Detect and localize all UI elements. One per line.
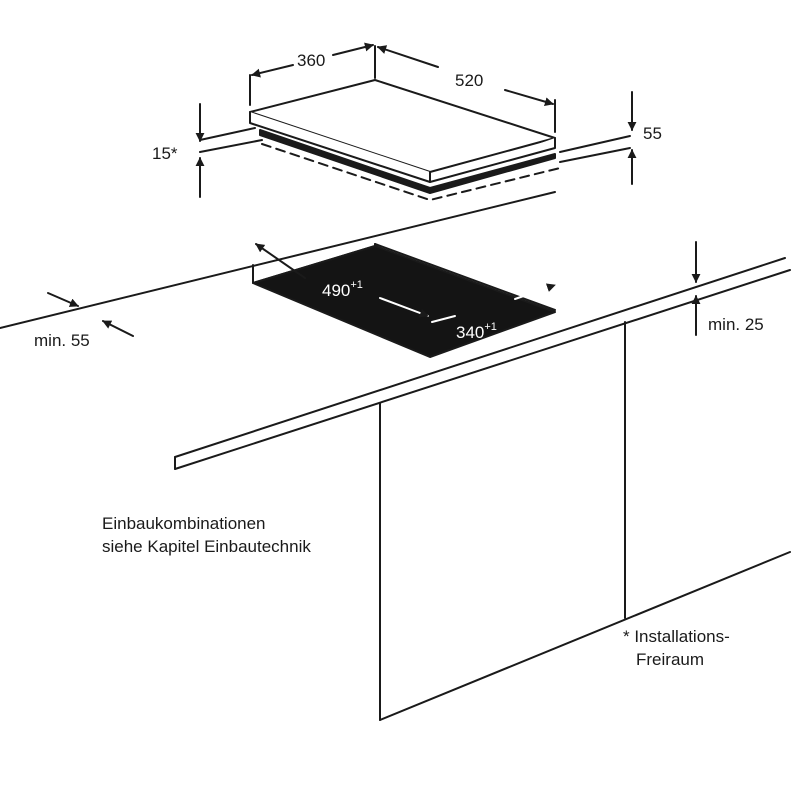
cutout-dimension-lines [47,241,701,337]
cabinet-bottom-edge [379,551,791,721]
label-15: 15* [152,144,178,163]
combinations-note-line2: siehe Kapitel Einbautechnik [102,537,311,556]
label-55: 55 [643,124,662,143]
dimension-labels: 360 520 55 15* 490+1 340+1 min. 55 min. … [34,51,764,350]
label-min-55: min. 55 [34,331,90,350]
hob-front-right-side [429,137,556,183]
label-360: 360 [297,51,325,70]
hob-unit [199,79,631,201]
dim-360-line-left [251,64,294,78]
installation-note-line1: * Installations- [623,627,730,646]
hob-countertop-right-front [559,147,631,163]
combinations-note: Einbaukombinationen siehe Kapitel Einbau… [102,512,311,558]
hob-dimension-lines [195,42,637,198]
dim-520-line-right [504,89,554,107]
cutout-right-wall [374,243,556,311]
worktop-front-top-edge [174,257,786,458]
label-min-25: min. 25 [708,315,764,334]
label-340-value: 340 [456,323,484,342]
dim-360-line-right [332,42,374,56]
label-340-tolerance: +1 [484,321,497,333]
dim-340-line-right [514,283,556,300]
dim-min55-arrow-top [47,292,79,307]
hob-cut-dashed-edge [261,143,561,201]
hob-underside [259,129,556,194]
hob-front-left-side [249,111,431,183]
label-490-value: 490 [322,281,350,300]
hob-countertop-back-edge [199,127,256,141]
cabinet [379,321,791,721]
dim-520-line-left [377,45,439,68]
installation-note-line2: Freiraum [636,650,705,669]
dim-min55-arrow-bottom [102,320,134,337]
combinations-note-line1: Einbaukombinationen [102,514,266,533]
cutout [252,243,556,358]
hob-countertop-right-back [559,135,631,153]
label-340: 340+1 [456,321,497,342]
worktop-front-bottom-edge [174,269,791,470]
label-520: 520 [455,71,483,90]
label-490: 490+1 [322,279,363,300]
cutout-opening [252,245,556,358]
dim-490-line-left [255,243,306,279]
label-490-tolerance: +1 [350,279,363,291]
dim-490-line-right [379,297,429,318]
dim-340-line-left [431,315,456,323]
installation-space-note: * Installations- Freiraum [623,625,730,671]
hob-countertop-front-edge [199,139,263,153]
